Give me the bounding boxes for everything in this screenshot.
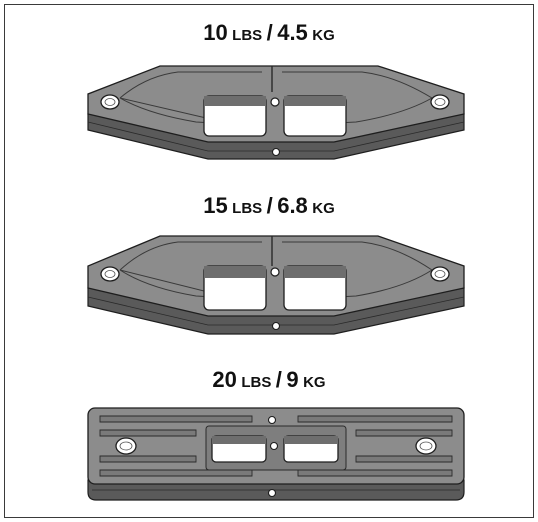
side-pin-hole bbox=[271, 321, 281, 331]
weight-unit-metric: KG bbox=[303, 374, 326, 391]
mounting-hole-right bbox=[415, 437, 437, 455]
top-pin-hole bbox=[267, 415, 277, 425]
weight-value: 15 bbox=[203, 193, 228, 218]
mounting-hole-right bbox=[430, 94, 450, 110]
weight-value: 20 bbox=[212, 367, 237, 392]
weight-unit-imperial: LBS bbox=[232, 200, 263, 217]
weight-separator: / bbox=[266, 20, 273, 45]
mounting-hole-right bbox=[430, 266, 450, 282]
weight-metric-value: 9 bbox=[286, 367, 299, 392]
weight-separator: / bbox=[266, 193, 273, 218]
weight-unit-metric: KG bbox=[312, 200, 335, 217]
recess-lower-right bbox=[297, 469, 453, 477]
channel-right bbox=[355, 429, 453, 463]
center-pin-hole bbox=[270, 97, 280, 107]
recess-upper-right bbox=[297, 415, 453, 423]
recess-lower-left bbox=[99, 469, 253, 477]
channel-left bbox=[99, 429, 197, 463]
mounting-hole-left bbox=[100, 94, 120, 110]
weight-plate-15lbs-illustration bbox=[87, 235, 465, 335]
weight-unit-metric: KG bbox=[312, 27, 335, 44]
weight-metric-value: 6.8 bbox=[277, 193, 308, 218]
plate-side-edge bbox=[87, 296, 465, 326]
mounting-hole-left bbox=[115, 437, 137, 455]
center-pin-hole bbox=[269, 441, 279, 451]
mounting-hole-left bbox=[100, 266, 120, 282]
recess-upper-left bbox=[99, 415, 253, 423]
plate-side-edge bbox=[87, 121, 465, 152]
weight-separator: / bbox=[275, 367, 282, 392]
weight-unit-imperial: LBS bbox=[241, 374, 272, 391]
weight-unit-imperial: LBS bbox=[232, 27, 263, 44]
weight-label-10lbs: 10 LBS / 4.5 KG bbox=[0, 22, 538, 44]
weight-plate-20lbs-illustration bbox=[87, 407, 465, 501]
weight-plate-10lbs-illustration bbox=[87, 65, 465, 160]
side-pin-hole bbox=[271, 147, 281, 157]
side-pin-hole bbox=[267, 488, 277, 498]
center-pin-hole bbox=[270, 267, 280, 277]
weight-label-15lbs: 15 LBS / 6.8 KG bbox=[0, 195, 538, 217]
weight-metric-value: 4.5 bbox=[277, 20, 308, 45]
weight-value: 10 bbox=[203, 20, 228, 45]
weight-label-20lbs: 20 LBS / 9 KG bbox=[0, 369, 538, 391]
